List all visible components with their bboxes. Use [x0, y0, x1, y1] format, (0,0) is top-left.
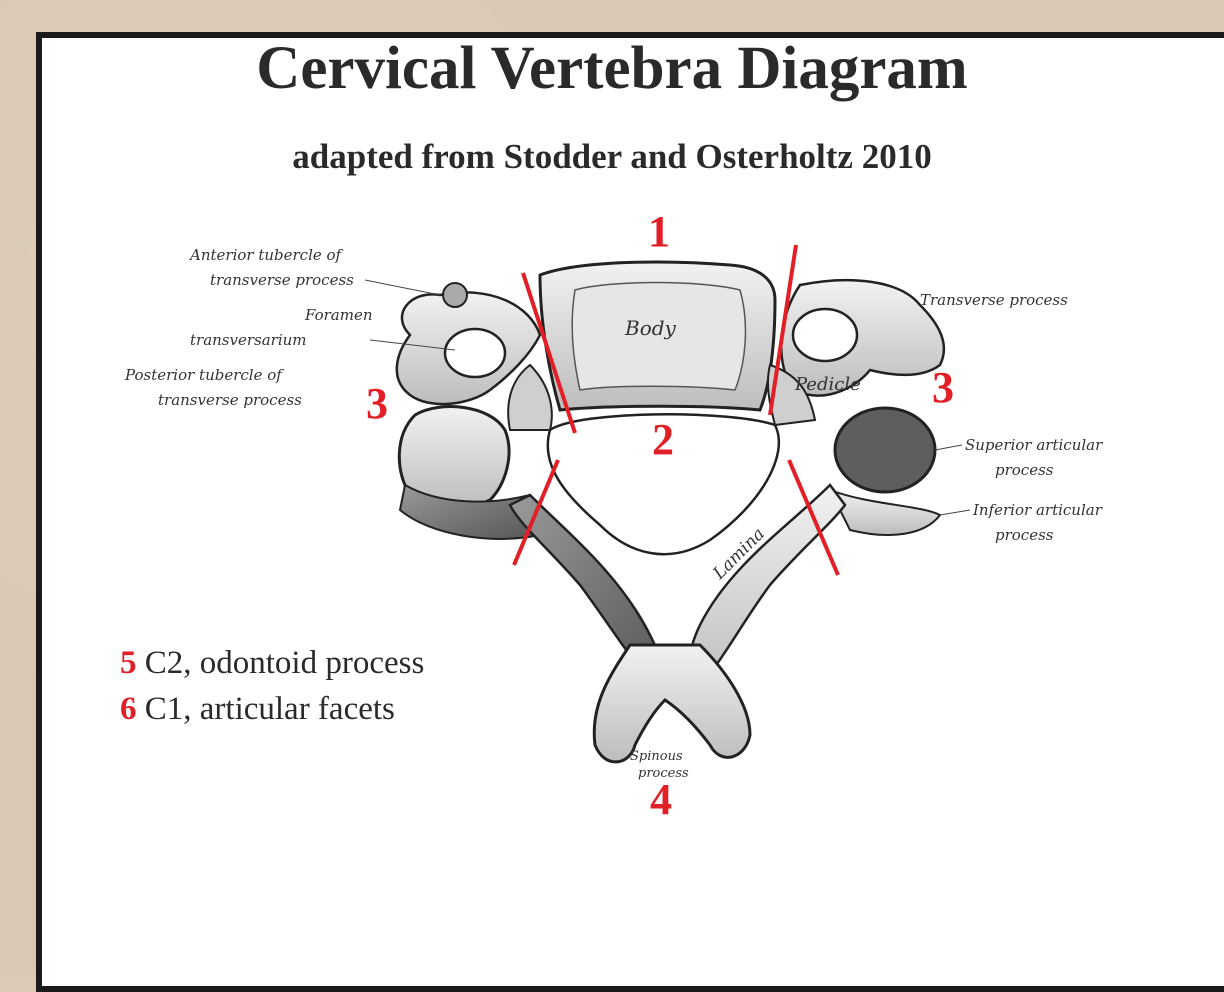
label-inferior-articular-1: Inferior articular — [972, 501, 1103, 519]
label-body: Body — [624, 316, 677, 340]
legend-item: 5 C2, odontoid process — [120, 640, 424, 686]
label-foramen-1: Foramen — [304, 306, 373, 324]
left-foramen — [445, 329, 505, 377]
right-foramen — [793, 309, 857, 361]
region-number-2: 2 — [652, 418, 674, 462]
region-number-4: 4 — [650, 778, 672, 822]
legend-text: C1, articular facets — [145, 691, 395, 727]
spinous-process — [594, 645, 750, 762]
label-anterior-tubercle-1: Anterior tubercle of — [188, 246, 344, 264]
label-spinous-1: Spinous — [630, 749, 683, 764]
legend-key: 6 — [120, 691, 137, 727]
right-superior-articular-facet — [835, 408, 935, 492]
label-superior-articular-2: process — [995, 461, 1054, 479]
label-posterior-tubercle-2: transverse process — [158, 391, 302, 409]
label-pedicle: Pedicle — [794, 374, 861, 395]
right-inferior-articular-process — [830, 490, 940, 535]
label-foramen-2: transversarium — [190, 331, 307, 349]
legend: 5 C2, odontoid process 6 C1, articular f… — [120, 640, 424, 732]
label-anterior-tubercle-2: transverse process — [210, 271, 354, 289]
region-number-1: 1 — [648, 210, 670, 254]
region-number-3-right: 3 — [932, 366, 954, 410]
left-pedicle — [508, 365, 552, 430]
legend-key: 5 — [120, 645, 137, 681]
label-posterior-tubercle-1: Posterior tubercle of — [124, 366, 284, 384]
page-title: Cervical Vertebra Diagram — [0, 34, 1224, 104]
legend-text: C2, odontoid process — [145, 645, 425, 681]
page-subtitle: adapted from Stodder and Osterholtz 2010 — [0, 136, 1224, 178]
label-inferior-articular-2: process — [995, 526, 1054, 544]
label-superior-articular-1: Superior articular — [965, 436, 1103, 454]
label-transverse-process: Transverse process — [920, 291, 1068, 309]
region-number-3-left: 3 — [366, 382, 388, 426]
legend-item: 6 C1, articular facets — [120, 686, 424, 732]
